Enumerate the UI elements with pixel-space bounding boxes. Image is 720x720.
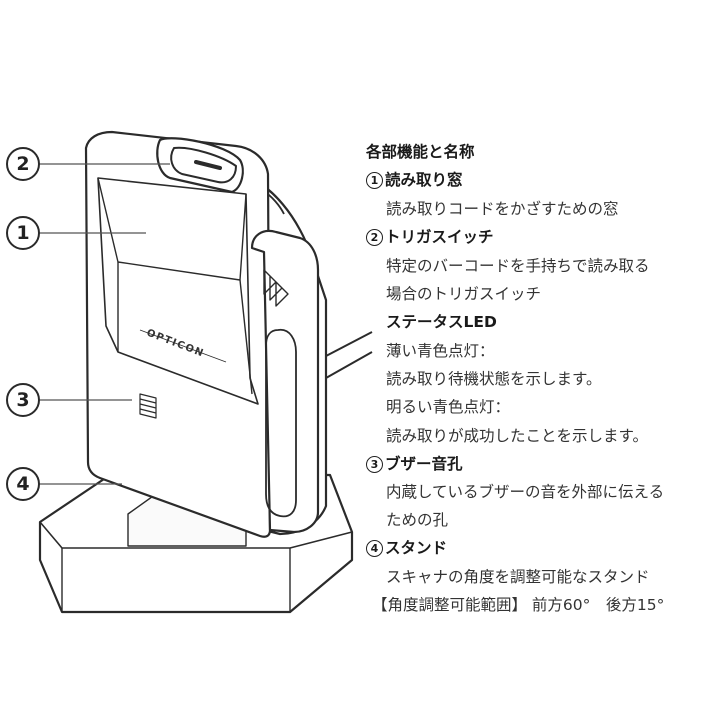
callout-number: 1 [16, 222, 30, 244]
item-text: 場合のトリガスイッチ [386, 285, 542, 303]
callout-2: 2 [6, 147, 40, 181]
item-text: スキャナの角度を調整可能なスタンド [386, 568, 650, 586]
item-text: 薄い青色点灯： [386, 342, 495, 360]
item-text: 特定のバーコードを手持ちで読み取る [386, 257, 650, 275]
callout-number: 4 [16, 473, 30, 495]
description-title: 各部機能と名称 [366, 143, 475, 161]
callout-4: 4 [6, 467, 40, 501]
cable [325, 331, 373, 379]
item-text: 内蔵しているブザーの音を外部に伝える [386, 483, 665, 501]
status-led [263, 269, 289, 307]
item-text: 読み取り待機状態を示します。 [386, 370, 602, 388]
item-heading-status-led: ステータスLED [386, 313, 497, 331]
callout-number: 3 [16, 389, 30, 411]
item-text: 読み取りが成功したことを示します。 [386, 427, 648, 445]
callout-number: 2 [16, 153, 30, 175]
item-text: 明るい青色点灯： [386, 398, 511, 416]
side-panel [250, 229, 320, 534]
buzzer-hole [139, 393, 157, 419]
callout-3: 3 [6, 383, 40, 417]
item-text-angle-range: 【角度調整可能範囲】 前方60° 後方15° [372, 596, 665, 614]
callout-1: 1 [6, 216, 40, 250]
item-text: 読み取りコードをかざすための窓 [386, 200, 619, 218]
item-text: ための孔 [386, 511, 449, 529]
